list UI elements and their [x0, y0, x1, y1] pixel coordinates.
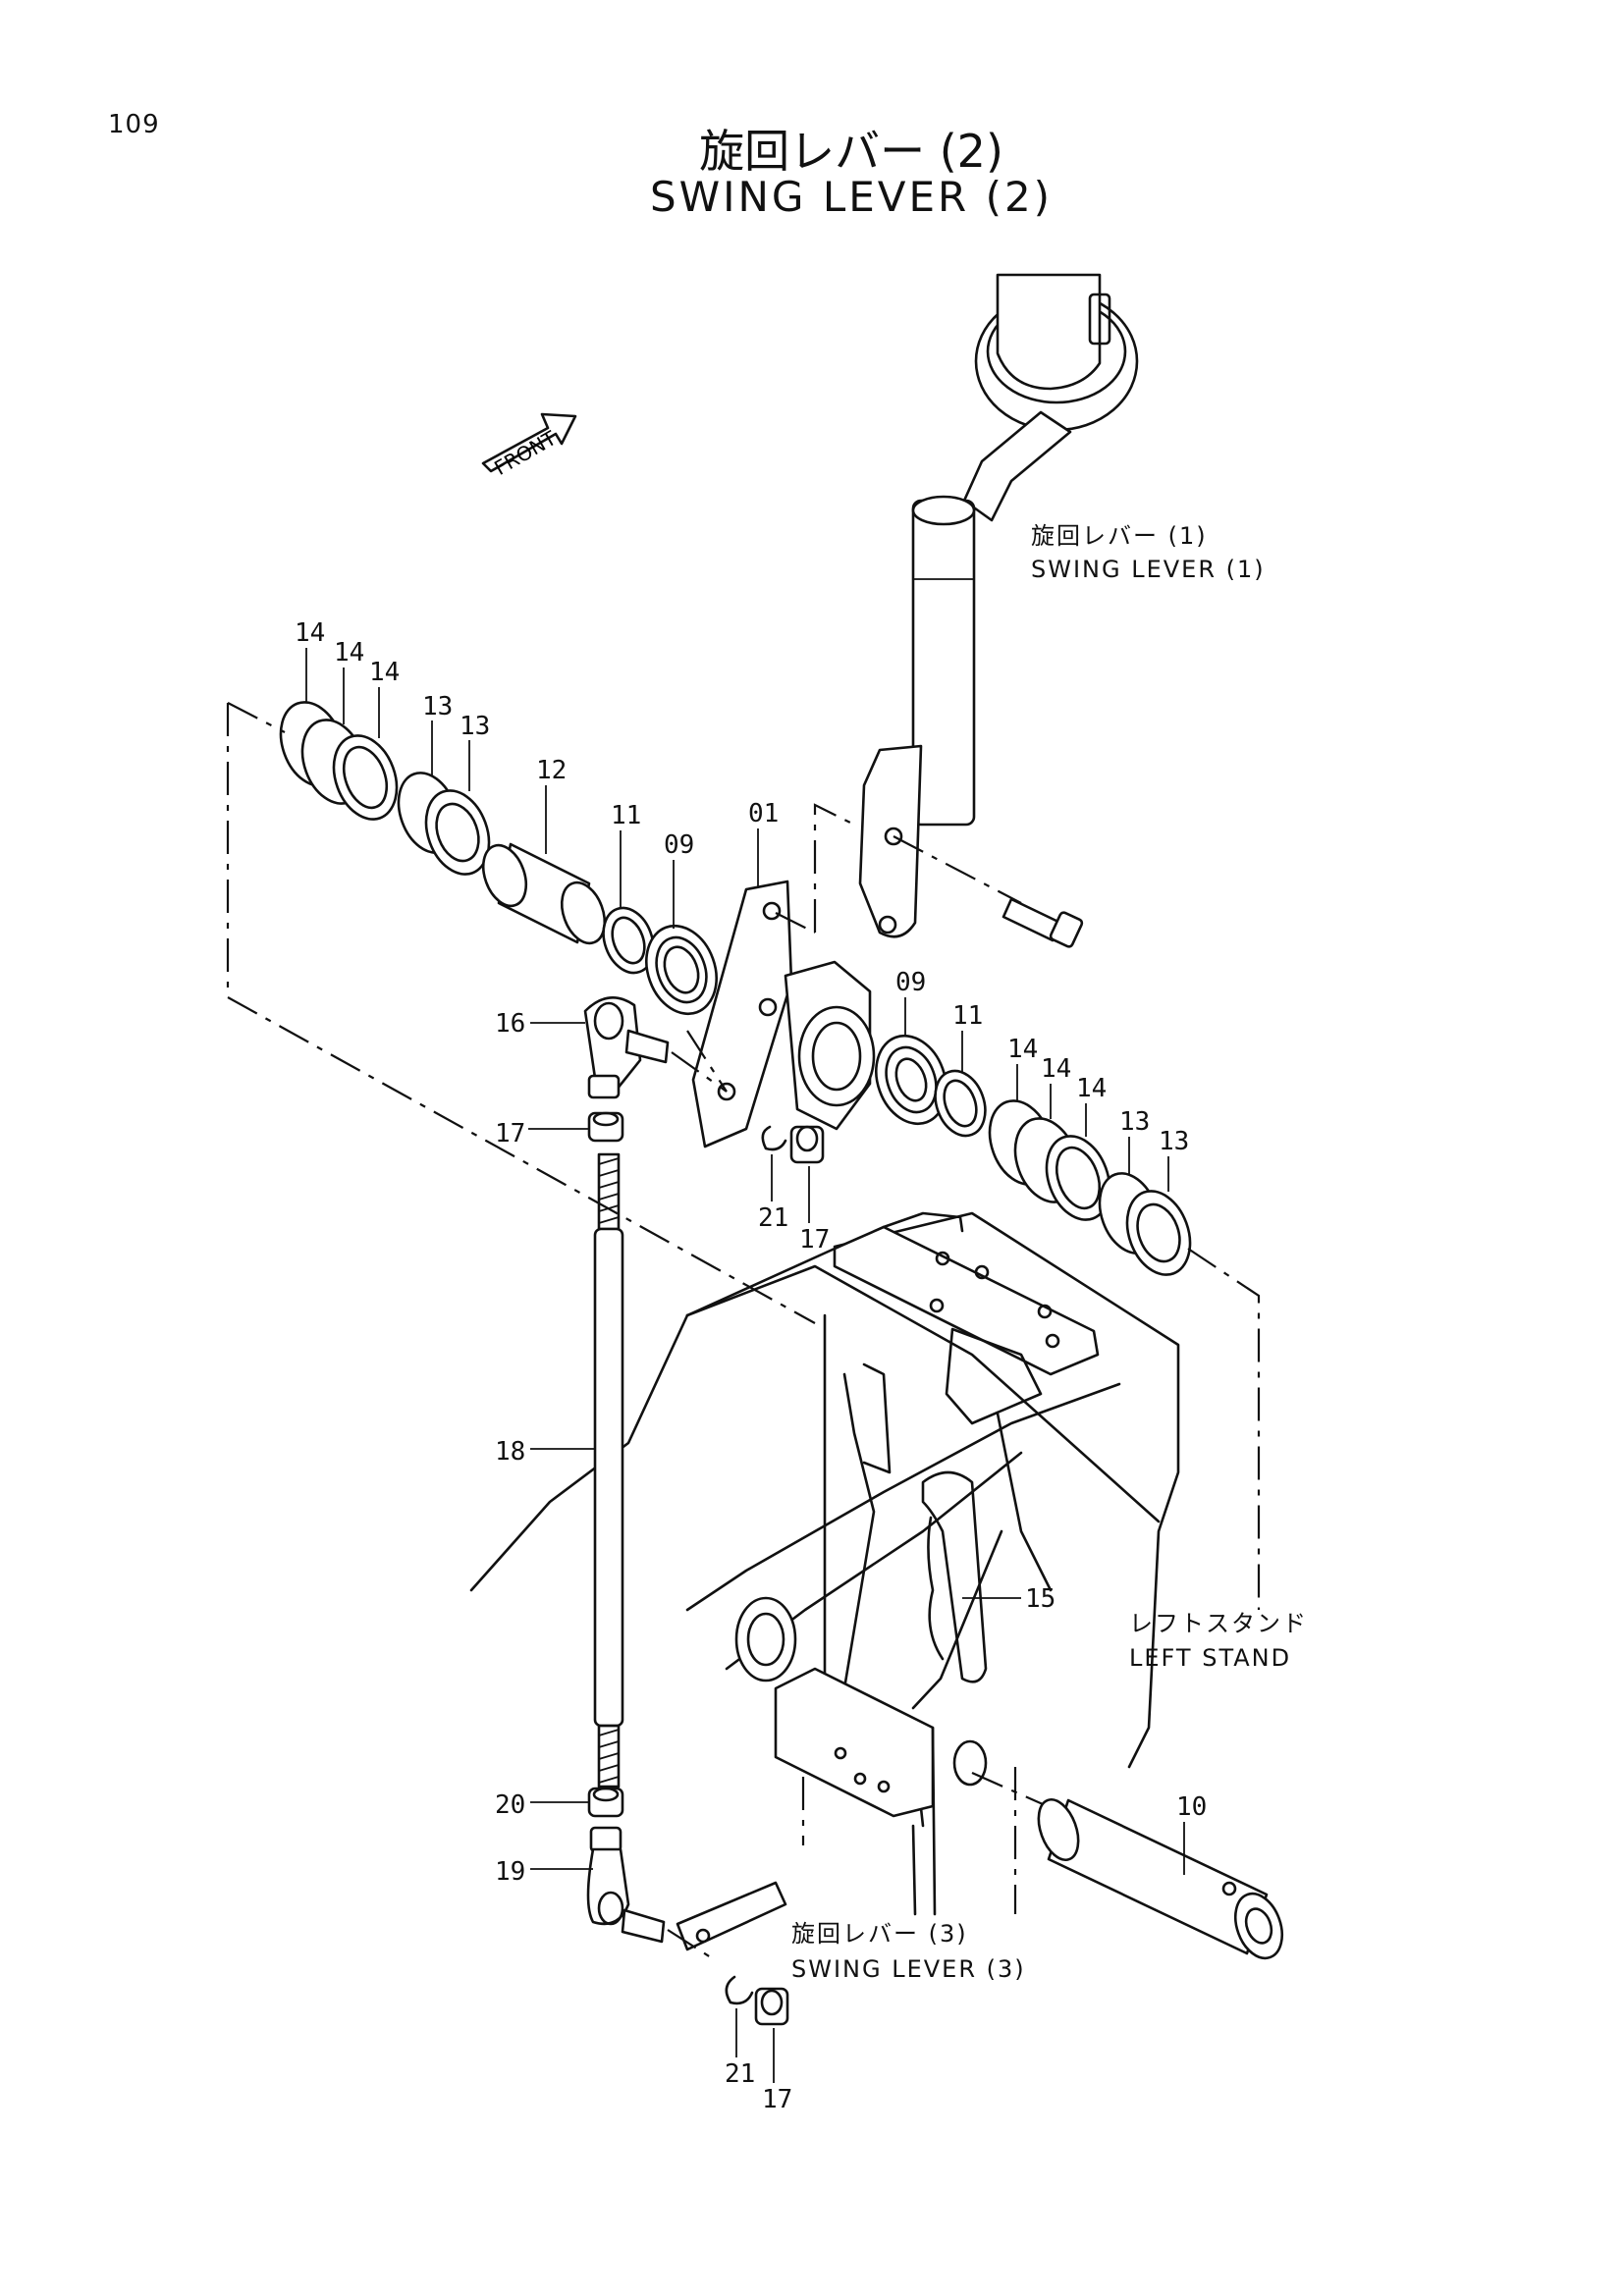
- bearing-part-09-right: [875, 1034, 947, 1126]
- part-number-label: 12: [536, 756, 568, 785]
- callout-left-stand-jp: レフトスタンド: [1129, 1610, 1308, 1637]
- part-number-label: 11: [611, 801, 642, 830]
- assembly-centerline: [226, 702, 1261, 1610]
- right-side-washers: [988, 1099, 1192, 1276]
- part-number-label: 11: [952, 1001, 984, 1031]
- nut-part-17-mid: [789, 1125, 825, 1223]
- bracket-part-01: [691, 880, 876, 1148]
- part-number-label: 13: [422, 692, 454, 721]
- part-number-label: 17: [799, 1225, 831, 1255]
- front-arrow-icon: FRONT: [481, 412, 577, 480]
- part-number-label: 20: [495, 1790, 526, 1820]
- part-number-label: 13: [1159, 1127, 1190, 1156]
- part-number-label: 14: [1041, 1054, 1072, 1084]
- page-number: 109: [108, 110, 160, 139]
- page-title-japanese: 旋回レバー (2): [699, 125, 1003, 178]
- part-number-label: 17: [762, 2085, 793, 2114]
- part-number-label: 14: [369, 658, 401, 687]
- swing-lever-3: [667, 1881, 787, 1962]
- nut-part-20: [530, 1787, 624, 1818]
- part-number-label: 01: [748, 799, 780, 828]
- part-number-label: 14: [1076, 1074, 1108, 1103]
- callout-swing-lever-3-jp: 旋回レバー (3): [791, 1920, 968, 1948]
- part-number-label: 13: [1119, 1107, 1151, 1137]
- part-number-label: 21: [725, 2059, 756, 2089]
- part-number-label: 10: [1176, 1792, 1208, 1822]
- clip-part-21-top: [761, 1125, 787, 1201]
- bushing-part-11-right: [934, 1069, 987, 1138]
- part-number-label: 18: [495, 1437, 526, 1467]
- part-number-label: 09: [664, 830, 695, 860]
- mounting-bolt: [893, 835, 1084, 948]
- part-number-label: 13: [460, 712, 491, 741]
- part-number-label: 19: [495, 1857, 526, 1887]
- nut-part-17-bottom: [754, 1987, 789, 2083]
- leader-lines: [305, 648, 1185, 1875]
- callout-swing-lever-1-jp: 旋回レバー (1): [1031, 522, 1208, 550]
- part-number-label: 14: [1007, 1035, 1039, 1064]
- left-stand: [469, 1211, 1180, 1916]
- part-number-label: 09: [895, 968, 927, 997]
- rod-end-part-19: [530, 1826, 666, 1944]
- part-number-label: 21: [758, 1203, 789, 1233]
- callout-left-stand-en: LEFT STAND: [1129, 1644, 1292, 1672]
- callout-swing-lever-1-en: SWING LEVER (1): [1031, 556, 1266, 583]
- part-number-label: 17: [495, 1119, 526, 1148]
- part-number-label: 16: [495, 1009, 526, 1039]
- swing-lever-1: [858, 273, 1139, 938]
- left-side-washers: [279, 701, 491, 876]
- front-arrow-label: FRONT: [490, 426, 561, 480]
- rod-end-part-16: [583, 996, 728, 1099]
- clip-part-21-bottom: [725, 1975, 754, 2057]
- page-title-english: SWING LEVER (2): [649, 173, 1054, 221]
- part-number-label: 14: [295, 618, 326, 648]
- nut-part-17-top: [528, 1111, 624, 1143]
- bushing-part-11-left: [602, 906, 655, 975]
- spring-pin-part-15: [921, 1470, 988, 1683]
- collar-part-12: [481, 842, 607, 945]
- rod-part-18: [530, 1152, 624, 1789]
- bearing-part-09-left: [645, 924, 718, 1016]
- part-number-label: 14: [334, 638, 365, 667]
- callout-swing-lever-3-en: SWING LEVER (3): [791, 1955, 1026, 1983]
- pin-part-10: [971, 1771, 1284, 1960]
